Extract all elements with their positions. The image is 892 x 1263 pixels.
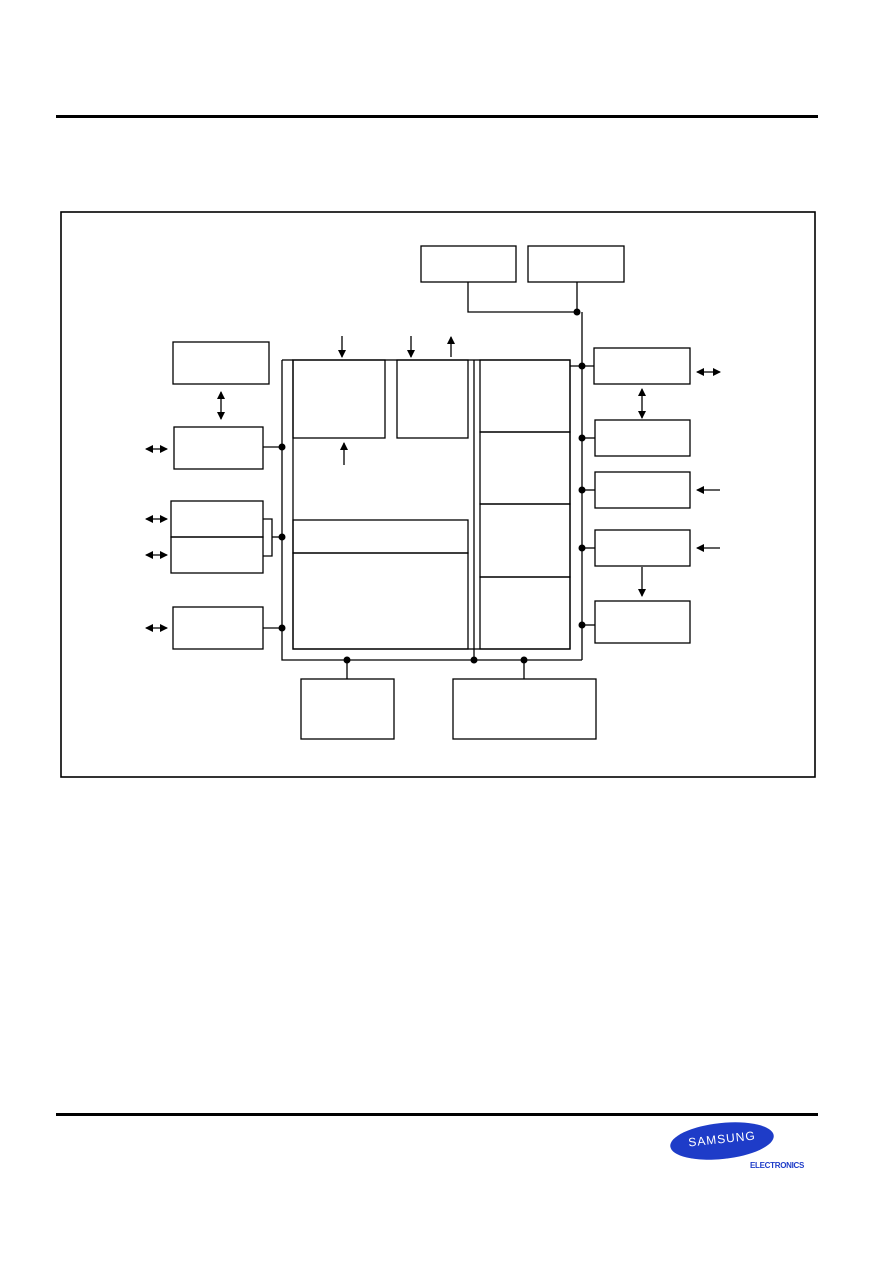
core-column-3 [479, 503, 571, 578]
left-block-3a [170, 500, 264, 538]
junction-dot [578, 362, 586, 370]
junction-dot [278, 533, 286, 541]
right-block-4 [594, 529, 691, 567]
junction-dot [520, 656, 528, 664]
junction-dot [278, 624, 286, 632]
left-block-3b [170, 536, 264, 574]
right-block-3 [594, 471, 691, 509]
core-column-4 [479, 576, 571, 650]
left-block-4 [172, 606, 264, 650]
core-block-a [292, 359, 386, 439]
core-column-1 [479, 359, 571, 433]
junction-dot [278, 443, 286, 451]
right-block-1 [593, 347, 691, 385]
left-block-1 [172, 341, 270, 385]
core-column-2 [479, 431, 571, 505]
footer-rule [56, 1113, 818, 1116]
junction-dot [578, 621, 586, 629]
left-link-3-bracket [263, 518, 273, 557]
junction-dot [578, 434, 586, 442]
diagram-frame [60, 211, 816, 778]
junction-dot [578, 544, 586, 552]
top-right-block [527, 245, 625, 283]
core-memory-lower [292, 552, 469, 650]
top-bus [467, 282, 577, 313]
junction-dot [470, 656, 478, 664]
header-rule [56, 115, 818, 118]
junction-dot [343, 656, 351, 664]
core-block-b [396, 359, 469, 439]
junction-dot [573, 308, 581, 316]
bottom-block-2 [452, 678, 597, 740]
logo-sub-text: ELECTRONICS [750, 1161, 805, 1170]
left-block-2 [173, 426, 264, 470]
core-memory-upper [292, 519, 469, 554]
right-block-5 [594, 600, 691, 644]
left-bus [281, 360, 582, 661]
junction-dot [578, 486, 586, 494]
bottom-block-1 [300, 678, 395, 740]
right-block-2 [594, 419, 691, 457]
samsung-logo: SAMSUNG ELECTRONICS [668, 1117, 818, 1174]
top-left-block [420, 245, 517, 283]
